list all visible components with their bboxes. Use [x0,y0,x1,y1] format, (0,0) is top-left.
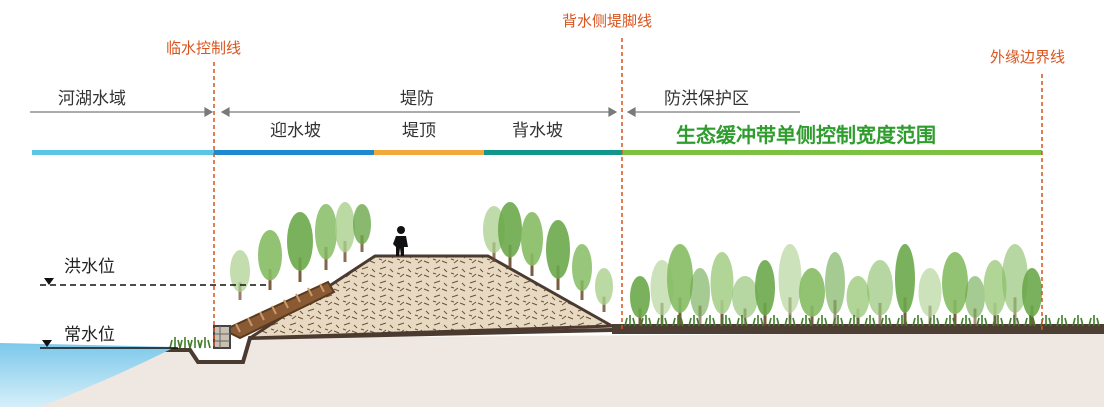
grass-tuft [1088,315,1100,327]
toe-wall-hatching [214,326,230,348]
flood-level-marker [40,278,270,286]
grass-tuft [688,315,700,327]
tree [755,260,775,326]
tree [778,244,802,326]
grass-tuft [199,337,211,349]
grass-tuft [896,315,908,327]
tree [667,244,693,326]
grass-tuft [656,315,668,327]
tree [983,260,1007,326]
bar-crest [374,150,484,155]
grass-tuft [880,315,892,327]
zone-extent-lines [30,106,800,118]
embankment-label: 堤防 [400,89,434,109]
grass-tuft [169,337,181,349]
grass-tuft [976,315,988,327]
ground [0,332,1104,407]
grass-tuft [672,315,684,327]
grass-tuft [720,315,732,327]
flood-level-label: 洪水位 [64,257,115,277]
grass-tuft [1024,315,1036,327]
river-lake-area-label: 河湖水域 [58,89,126,109]
grass-tuft [189,337,201,349]
tree [335,202,355,262]
grass-tuft [864,315,876,327]
vegetation [169,202,1100,349]
embankment-crest-label: 堤顶 [402,121,436,141]
river-water [0,343,175,407]
grass-tuft [704,315,716,327]
ground-strip [612,324,1104,334]
buffer-zone-width-label: 生态缓冲带单侧控制宽度范围 [676,123,936,147]
tree [732,276,758,326]
landside-toe-line-label: 背水侧堤脚线 [562,12,652,30]
grass-tuft [912,315,924,327]
normal-level-label: 常水位 [64,325,115,345]
tree [572,243,592,300]
tree [846,276,870,326]
tree [918,268,942,326]
tree [1022,268,1042,326]
grass-tuft [960,315,972,327]
tree [690,268,710,326]
grass-tuft [752,315,764,327]
tree [353,204,371,252]
grass-tuft [848,315,860,327]
tree [1002,244,1028,326]
grass-tuft [179,337,191,349]
grass-tuft [784,315,796,327]
tree [258,230,282,290]
grass-tuft [832,315,844,327]
grass-tuft [992,315,1004,327]
grass-tuft [624,315,636,327]
water-control-line-label: 临水控制线 [166,39,241,57]
toe-retaining-wall [213,325,231,349]
tree [895,244,915,326]
tree [230,250,250,300]
bar-landside-slope [484,150,622,155]
tree [965,276,985,326]
grass-tuft [736,315,748,327]
grass-tuft [768,315,780,327]
bar-waterside-slope [214,150,374,155]
waterside-slope-label: 迎水坡 [270,121,321,141]
tree [595,268,613,312]
grass-tuft [800,315,812,327]
grass-tuft [640,315,652,327]
tree [867,260,893,326]
grass-tuft [816,315,828,327]
tree [825,251,845,326]
tree [546,220,570,290]
tree [287,212,313,282]
grass-tuft [1008,315,1020,327]
slope-steps [235,283,325,333]
grass-tuft [1072,315,1084,327]
bar-buffer-zone [622,150,1042,155]
grass-tuft [944,315,956,327]
tree [521,212,543,276]
flood-protection-zone-label: 防洪保护区 [664,89,749,109]
grass-tuft [928,315,940,327]
bar-river-lake [32,150,214,155]
grass-tuft [1056,315,1068,327]
tree [799,268,825,326]
tree [498,202,522,268]
tree [942,251,968,326]
tree [315,204,337,270]
person-figure [393,226,408,256]
tree [710,251,734,326]
normal-level-marker [40,340,178,349]
landside-slope-label: 背水坡 [512,121,563,141]
tree [630,276,650,326]
embankment-body [248,254,614,340]
outer-edge-line-label: 外缘边界线 [990,48,1065,66]
